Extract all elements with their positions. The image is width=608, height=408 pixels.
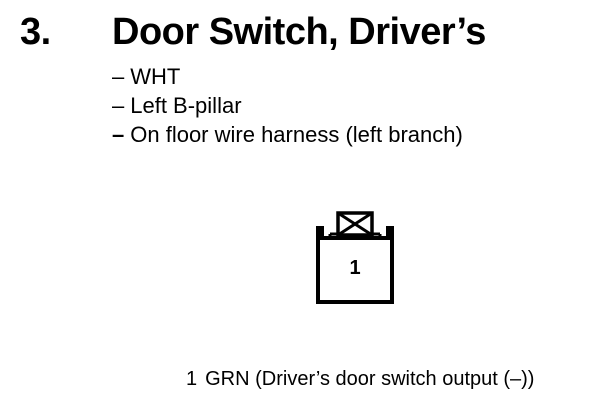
- detail-location: –Left B-pillar: [112, 91, 463, 120]
- connector-diagram: 1: [316, 211, 394, 304]
- connector-pin-label: 1: [349, 257, 360, 279]
- connector-latch-icon: [336, 211, 374, 237]
- pin-number: 1: [186, 368, 198, 390]
- detail-color-text: WHT: [130, 64, 181, 89]
- detail-dash: –: [112, 93, 125, 118]
- detail-dash: –: [112, 122, 125, 147]
- detail-dash: –: [112, 64, 125, 89]
- connector-details-list: –WHT –Left B-pillar –On floor wire harne…: [112, 62, 463, 149]
- section-number: 3.: [20, 11, 51, 53]
- detail-harness: –On floor wire harness (left branch): [112, 120, 463, 149]
- connector-housing: [316, 226, 394, 304]
- detail-harness-text: On floor wire harness (left branch): [130, 122, 463, 147]
- detail-color: –WHT: [112, 62, 463, 91]
- detail-location-text: Left B-pillar: [130, 93, 242, 118]
- pin-assignment-list: 1 GRN (Driver’s door switch output (–)): [186, 366, 534, 392]
- pin-row: 1 GRN (Driver’s door switch output (–)): [186, 366, 534, 392]
- pin-description: GRN (Driver’s door switch output (–)): [205, 368, 535, 390]
- section-title: Door Switch, Driver’s: [112, 11, 486, 53]
